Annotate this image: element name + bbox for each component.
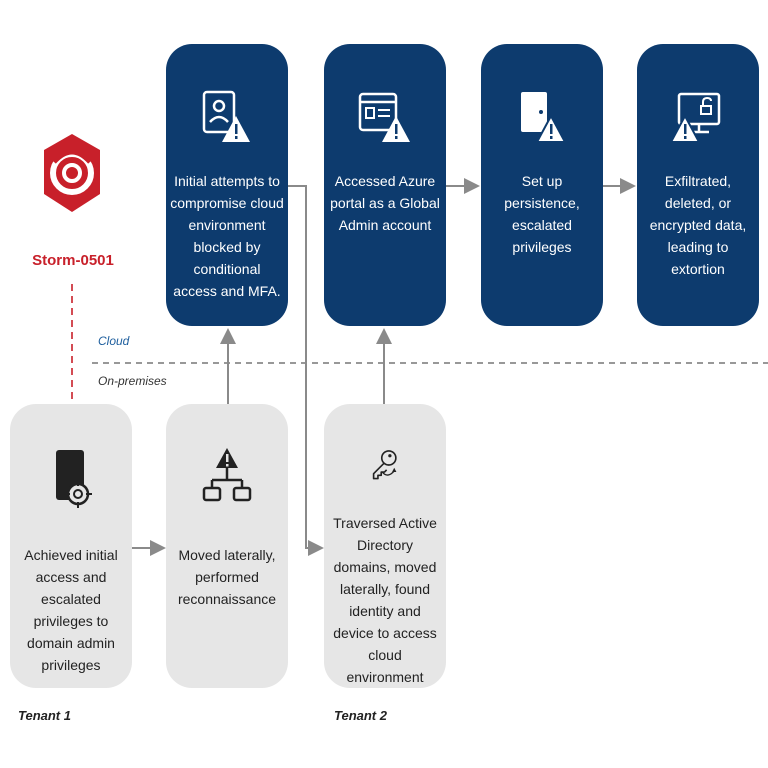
portal-warning-icon [358,92,410,142]
door-warning-icon [521,92,567,143]
monitor-unlocked-warning-icon [669,92,721,143]
tenant-label-2: Tenant 2 [334,708,387,723]
step-initial-cloud-attempts: Initial attempts to compromise cloud env… [166,44,288,326]
step-traversed-ad: Traversed Active Directory domains, move… [324,404,446,688]
step-lateral-movement: Moved laterally, performed reconnaissanc… [166,404,288,688]
step-label: Set up persistence, escalated privileges [504,173,580,255]
tenant-label-1: Tenant 1 [18,708,71,723]
device-target-icon [56,450,92,508]
arrow-cloud-attempt-to-traversed [288,185,324,556]
zone-label-cloud: Cloud [98,334,130,348]
zone-label-on-premises: On-premises [98,374,167,388]
step-label: Traversed Active Directory domains, move… [333,515,437,685]
key-icon [372,450,397,480]
step-label: Achieved initial access and escalated pr… [24,547,118,673]
step-exfiltration: Exfiltrated, deleted, or encrypted data,… [637,44,759,326]
user-profile-warning-icon [202,90,250,142]
storm-actor-logo-icon [44,134,100,212]
step-initial-access: Achieved initial access and escalated pr… [10,404,132,688]
actor-name: Storm-0501 [32,252,114,269]
step-label: Initial attempts to compromise cloud env… [170,173,284,299]
step-accessed-azure-portal: Accessed Azure portal as a Global Admin … [324,44,446,326]
network-warning-icon [202,448,252,502]
step-label: Moved laterally, performed reconnaissanc… [177,547,277,607]
step-label: Accessed Azure portal as a Global Admin … [330,173,440,233]
step-label: Exfiltrated, deleted, or encrypted data,… [649,173,747,277]
step-persistence: Set up persistence, escalated privileges [481,44,603,326]
